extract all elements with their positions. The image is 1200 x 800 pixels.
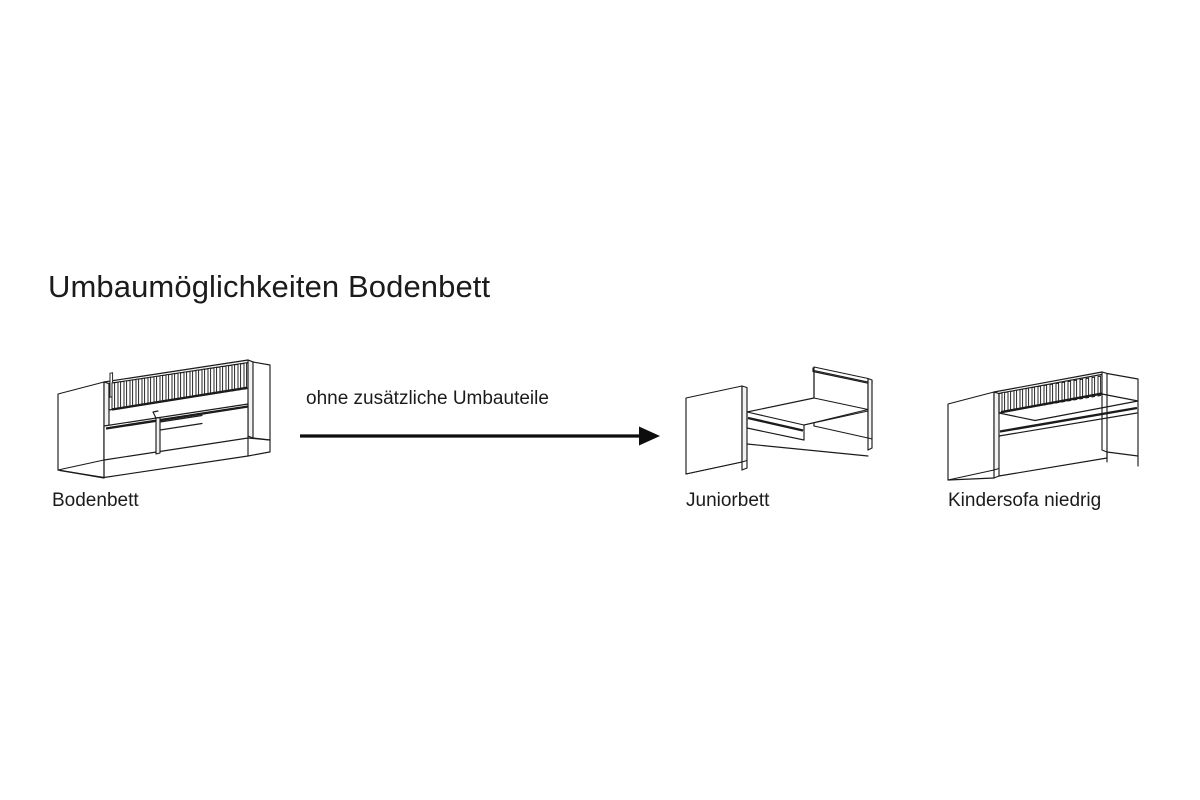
caption-juniorbett: Juniorbett — [686, 490, 770, 511]
figure-kindersofa-niedrig — [942, 358, 1177, 481]
figure-bodenbett — [52, 352, 282, 480]
figure-juniorbett — [680, 358, 905, 480]
transform-label: ohne zusätzliche Umbauteile — [306, 388, 549, 409]
bed-junior-bed-icon — [685, 366, 873, 475]
arrow-right-icon — [298, 424, 662, 448]
caption-bodenbett: Bodenbett — [52, 490, 139, 511]
bed-child-sofa-low-icon — [947, 371, 1139, 481]
bed-floor-bed-icon — [57, 359, 271, 479]
page-title: Umbaumöglichkeiten Bodenbett — [48, 269, 491, 304]
caption-kindersofa-niedrig: Kindersofa niedrig — [948, 490, 1102, 511]
